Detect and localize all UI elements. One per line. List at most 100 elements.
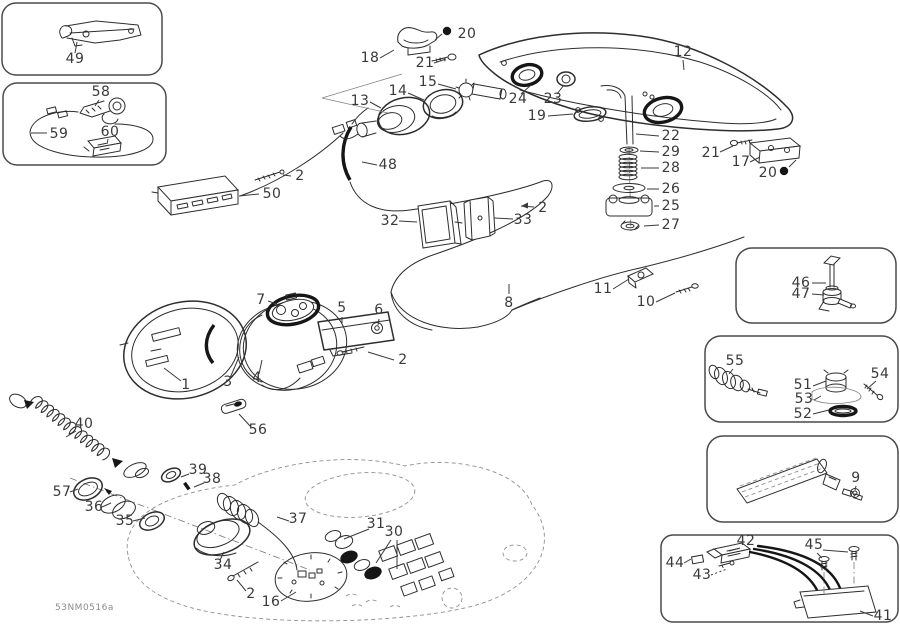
part-17-bracket-drawing	[748, 137, 802, 164]
part-51-53-52-54-drawing	[811, 369, 884, 418]
part-callout-49: 49	[66, 51, 85, 67]
part-callout-13: 13	[351, 93, 370, 109]
part-57-36-35-39-38-drawing	[69, 467, 311, 571]
leader-line-7	[267, 300, 278, 305]
part-11-clamp-drawing	[627, 267, 654, 289]
part-callout-55: 55	[726, 353, 745, 369]
leader-line-2	[282, 174, 292, 177]
part-callout-18: 18	[361, 50, 380, 66]
leader-line-3	[229, 356, 240, 379]
leader-line-47	[811, 293, 825, 296]
leader-line-48	[361, 161, 378, 166]
part-2-screw-near-5	[336, 346, 365, 356]
leader-line-2	[236, 579, 247, 592]
part-30-31-switch-bank-drawing	[324, 530, 455, 597]
part-callout-4: 4	[252, 370, 261, 386]
part-callout-58: 58	[92, 84, 111, 100]
part-callout-17: 17	[732, 154, 751, 170]
part-callout-22: 22	[662, 128, 681, 144]
part-callout-6: 6	[374, 302, 383, 318]
leader-line-45	[822, 549, 849, 553]
leader-line-57	[69, 488, 79, 493]
part-1-lens-drawing	[119, 300, 248, 400]
leader-line-20	[788, 159, 797, 168]
part-40-tether-coil-drawing	[9, 393, 150, 479]
part-callout-5: 5	[337, 300, 346, 316]
part-callout-2: 2	[295, 168, 304, 184]
part-callout-36: 36	[85, 499, 104, 515]
inset-box-cylinder-9	[706, 435, 899, 523]
part-55-sensor-drawing	[708, 364, 768, 397]
part-22-27-shaft-assembly	[600, 85, 653, 235]
part-callout-21: 21	[416, 55, 435, 71]
leader-line-6	[377, 318, 380, 326]
leader-line-38	[193, 482, 205, 488]
part-callout-20: 20	[458, 26, 477, 42]
part-callout-23: 23	[544, 91, 563, 107]
part-callout-9: 9	[851, 470, 860, 486]
part-callout-31: 31	[367, 516, 386, 532]
part-callout-12: 12	[674, 44, 693, 60]
leader-line-21	[719, 145, 734, 153]
leader-line-12	[682, 59, 685, 71]
leader-line-34	[219, 551, 225, 561]
part-callout-25: 25	[662, 198, 681, 214]
part-21-screw-right	[729, 139, 753, 147]
leader-line-13	[369, 101, 382, 109]
part-callout-52: 52	[794, 406, 813, 422]
leader-line-20	[434, 33, 443, 41]
leader-line-39	[180, 473, 190, 478]
part-callout-35: 35	[116, 513, 135, 529]
part-callout-43: 43	[693, 567, 712, 583]
part-callout-37: 37	[289, 511, 308, 527]
leader-line-11	[612, 278, 630, 290]
part-callout-46: 46	[792, 275, 811, 291]
leader-line-41	[859, 610, 874, 617]
leader-line-45	[816, 552, 823, 559]
part-8-cable-drawing	[390, 236, 745, 331]
part-callout-39: 39	[189, 462, 208, 478]
part-7-gauge-back-drawing	[265, 292, 321, 327]
leader-line-22	[635, 133, 660, 137]
leader-line-1	[163, 367, 182, 382]
part-callout-45: 45	[805, 537, 824, 553]
leader-line-54	[866, 380, 877, 390]
part-46-47-drawing	[818, 255, 856, 312]
part-callout-26: 26	[662, 181, 681, 197]
wiring-harness-drawing	[239, 107, 553, 293]
leader-line-55	[728, 368, 734, 375]
leader-line-51	[812, 380, 827, 387]
leader-line-21	[433, 58, 447, 64]
leader-line-42	[728, 547, 741, 552]
leader-line-40	[65, 430, 77, 438]
part-callout-57: 57	[53, 484, 72, 500]
fastener-dot-glyph	[779, 166, 789, 176]
part-callout-2: 2	[398, 352, 407, 368]
leader-line-43	[710, 568, 728, 576]
part-callout-56: 56	[249, 422, 268, 438]
part-33-bracket-drawing	[463, 196, 496, 241]
leader-line-36	[101, 502, 112, 508]
fastener-dot-glyph	[442, 26, 452, 36]
leader-line-31	[343, 528, 370, 540]
part-callout-41: 41	[874, 608, 893, 624]
part-49-bracket-drawing	[59, 20, 142, 47]
part-21-screw-top	[431, 53, 457, 63]
part-2-screw-near-34	[227, 561, 259, 582]
leader-line-53	[813, 395, 822, 401]
inset-box-46-47	[735, 247, 897, 324]
part-callout-2: 2	[246, 586, 255, 602]
part-12-console-drawing	[478, 32, 794, 132]
leader-line-30	[375, 539, 392, 564]
part-callout-32: 32	[381, 213, 400, 229]
part-callout-14: 14	[389, 83, 408, 99]
part-10-screw-drawing	[675, 283, 699, 294]
leader-line-19	[547, 113, 574, 117]
part-callout-34: 34	[214, 557, 233, 573]
leader-line-35	[132, 517, 146, 522]
part-callout-50: 50	[263, 186, 282, 202]
part-callout-11: 11	[594, 281, 613, 297]
leader-line-16	[280, 591, 297, 602]
